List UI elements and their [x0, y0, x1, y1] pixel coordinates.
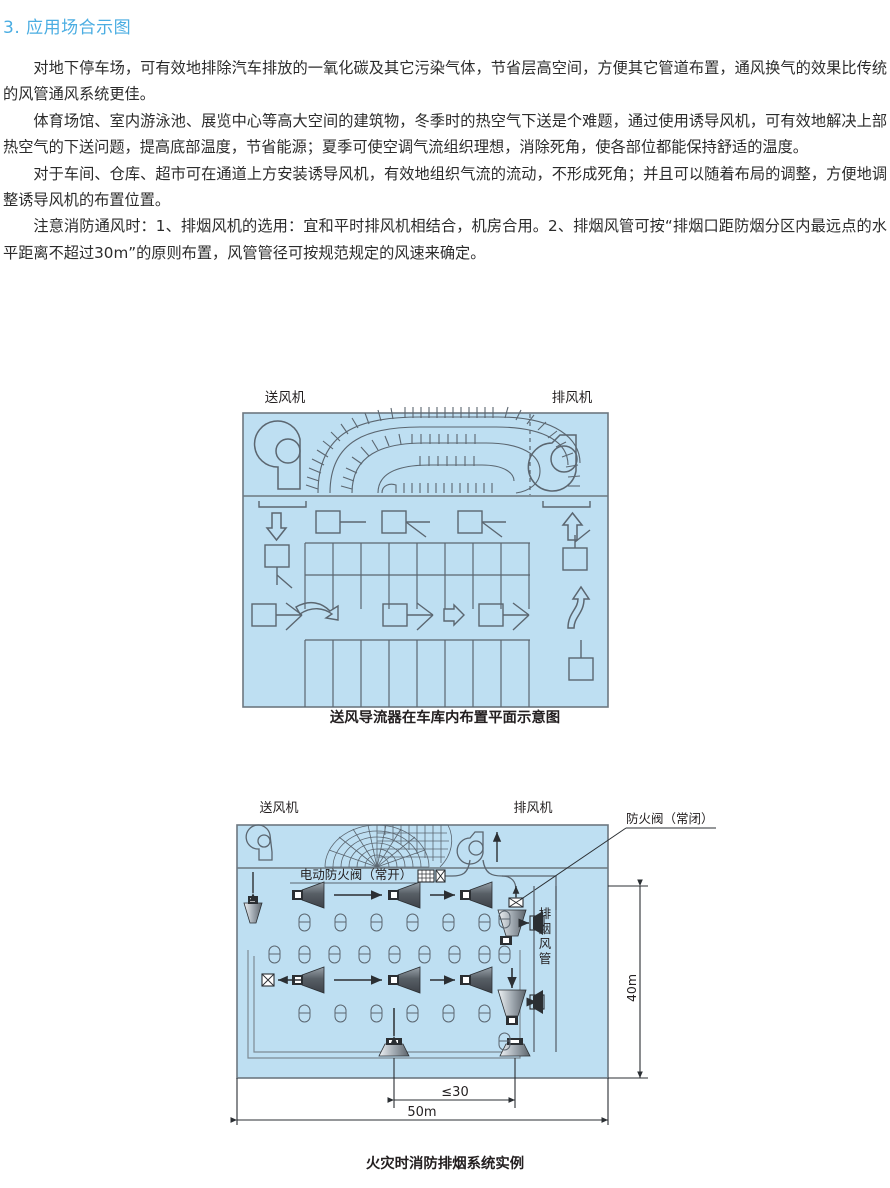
figure-smoke-exhaust: 电动防火阀（常开） 防火阀（常闭） 排烟风管 — [0, 790, 890, 1180]
parking-grid — [304, 542, 530, 707]
induction-fan — [292, 881, 325, 909]
airflow-radial-pattern — [324, 824, 453, 868]
supply-fan-label-2: 送风机 — [259, 801, 298, 816]
smoke-outlet-1 — [529, 911, 545, 935]
exhaust-fan-label: 排风机 — [552, 390, 593, 406]
jet-fan-lower-right — [568, 640, 594, 681]
jet-fan-row-upper — [315, 510, 506, 538]
supply-arrow-icon — [265, 512, 288, 542]
induction-fan — [460, 881, 493, 909]
smoke-intake-1 — [497, 909, 527, 945]
figure-garage-plan: 送风机 排风机 送风导流器在车库内布置平面示意图 — [0, 385, 890, 735]
figure-one-caption: 送风导流器在车库内布置平面示意图 — [329, 710, 561, 726]
induction-fan — [388, 881, 421, 909]
curved-arrow-icon — [567, 585, 591, 629]
exhaust-arrow-icon — [561, 511, 584, 541]
smoke-duct-shaft — [533, 886, 557, 1052]
dimension-span-label: ≤30 — [441, 1085, 468, 1100]
figure-two-caption: 火灾时消防排烟系统实例 — [365, 1156, 525, 1172]
jet-fan-left — [264, 544, 293, 589]
paragraph-2: 体育场馆、室内游泳池、展览中心等高大空间的建筑物，冬季时的热空气下送是个难题，通… — [3, 111, 887, 157]
supply-fan-label: 送风机 — [265, 390, 306, 406]
dimension-width — [230, 1078, 609, 1125]
paragraph-4: 注意消防通风时：1、排烟风机的选用：宜和平时排风机相结合，机房合用。2、排烟风管… — [3, 217, 887, 262]
paragraph-3: 对于车间、仓库、超市可在通道上方安装诱导风机，有效地组织气流的流动，不形成死角；… — [3, 164, 887, 210]
supply-fan-symbol — [253, 420, 301, 490]
smoke-outlet-2 — [529, 990, 545, 1014]
ceiling-diffuser-right — [499, 1038, 531, 1057]
dimension-height — [608, 879, 648, 1079]
exhaust-fan-label-2: 排风机 — [513, 801, 552, 816]
induction-fan — [460, 966, 493, 994]
jet-fan-row-lower — [251, 601, 530, 631]
jet-fan-right — [562, 529, 591, 571]
induction-fan-row-1 — [292, 881, 493, 909]
smoke-intake-2 — [497, 989, 527, 1025]
dimension-width-label: 50m — [407, 1105, 436, 1120]
induction-fan-row-2 — [292, 966, 493, 994]
garage-room-body — [242, 412, 609, 708]
motor-fire-damper-symbol — [417, 869, 446, 883]
figure-two-drawing: 电动防火阀（常开） 防火阀（常闭） 排烟风管 — [230, 801, 716, 1125]
dimension-span — [387, 1058, 516, 1108]
smoke-duct-label: 排烟风管 — [539, 906, 552, 966]
dimension-height-label: 40m — [624, 974, 639, 1002]
fire-damper-closed-label: 防火阀（常闭） — [626, 811, 714, 826]
body-text-block: 对地下停车场，可有效地排除汽车排放的一氧化碳及其它污染气体，节省层高空间，方便其… — [3, 55, 887, 266]
induction-fan — [388, 966, 421, 994]
paragraph-1: 对地下停车场，可有效地排除汽车排放的一氧化碳及其它污染气体，节省层高空间，方便其… — [3, 59, 887, 104]
return-damper-left — [261, 973, 275, 987]
exhaust-fan-symbol-2 — [456, 831, 484, 865]
car-symbols — [268, 910, 511, 1051]
airflow-pattern — [305, 406, 581, 494]
motor-fire-damper-label: 电动防火阀（常开） — [300, 867, 413, 882]
supply-fan-symbol-2 — [245, 824, 273, 861]
building-body — [236, 824, 609, 1079]
figure-one-drawing: 送风机 排风机 — [242, 390, 609, 708]
page-title: 3. 应用场合示图 — [3, 18, 132, 38]
